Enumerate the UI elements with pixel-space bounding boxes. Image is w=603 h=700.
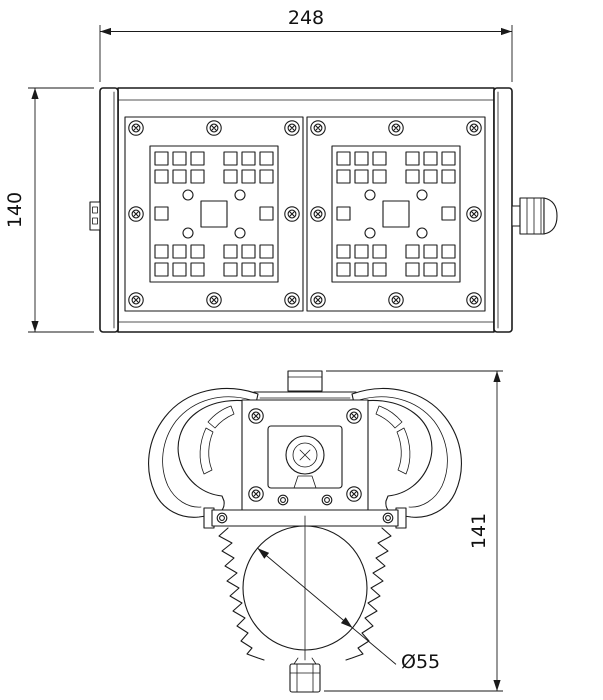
diameter-callout: Ø55 (257, 547, 440, 673)
led-module-right (307, 117, 485, 311)
connector-block (89, 201, 101, 231)
end-cap-right (493, 87, 513, 333)
dim-diameter-label: Ø55 (401, 651, 440, 673)
dim-height-front: 140 (4, 87, 94, 333)
dim-height-front-label: 140 (4, 192, 26, 228)
bottom-connector (289, 657, 321, 693)
dim-width: 248 (99, 7, 513, 82)
mounting-bracket (241, 399, 369, 511)
dim-width-label: 248 (288, 7, 324, 29)
end-cap-left (99, 87, 119, 333)
cable-gland (511, 197, 558, 235)
bracket-center-boss (285, 435, 325, 475)
dim-height-side: 141 (324, 370, 503, 692)
dim-height-side-label: 141 (468, 513, 490, 549)
mounting-tab (287, 370, 323, 392)
lamp-cylinder (242, 525, 368, 651)
front-view (89, 87, 558, 333)
section-view (148, 370, 462, 693)
led-module-left (125, 117, 303, 311)
